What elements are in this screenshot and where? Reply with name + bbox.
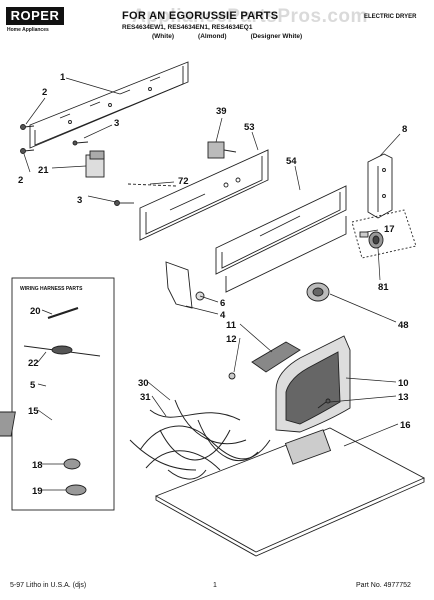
wiring-harness-part: [129, 399, 271, 480]
top-panel-part: [154, 427, 426, 557]
model-numbers: RES4634EW1, RES4634EN1, RES4634EQ1: [122, 24, 253, 31]
footer-litho: 5-97 Litho in U.S.A. (djs): [10, 582, 87, 589]
callout-c8: 8: [402, 124, 407, 135]
callout-c10: 10: [398, 378, 409, 389]
appliance-category: ELECTRIC DRYER: [364, 14, 417, 20]
callout-c3a: 3: [114, 118, 119, 129]
callout-c72: 72: [178, 176, 189, 187]
callout-c15: 15: [28, 406, 39, 417]
callout-c54: 54: [286, 156, 297, 167]
duct-screw-part: [317, 398, 331, 409]
timer-part: [85, 150, 105, 178]
knob-part: [351, 209, 417, 259]
wiring-harness-box: [11, 277, 115, 511]
callout-c22: 22: [28, 358, 39, 369]
callout-c1: 1: [60, 72, 66, 83]
brand-subtitle: Home Appliances: [7, 27, 49, 33]
callout-c81: 81: [378, 282, 389, 293]
page-title: FOR AN EGORUSSIE PARTS: [122, 10, 279, 22]
side-panel-part: [165, 261, 205, 309]
control-panel-back-part: [29, 61, 189, 149]
callout-c53: 53: [244, 122, 255, 133]
model-colors: (White) (Almond) (Designer White): [152, 33, 302, 40]
callout-c20: 20: [30, 306, 41, 317]
footer-page-number: 1: [213, 582, 217, 589]
footer-part-number: Part No. 4977752: [356, 582, 411, 589]
knob-48-part: [306, 282, 330, 302]
callout-c30: 30: [138, 378, 149, 389]
callout-c6: 6: [220, 298, 225, 309]
callout-c31: 31: [140, 392, 151, 403]
exhaust-duct-part: [275, 335, 351, 433]
callout-c3b: 3: [77, 195, 82, 206]
color-almond: (Almond): [198, 33, 227, 40]
harness-parts-group: [0, 307, 101, 496]
leader-lines: [23, 77, 401, 491]
end-cap-part: [367, 153, 393, 219]
callout-c39: 39: [216, 106, 227, 117]
callout-c5: 5: [30, 380, 36, 391]
brand-logo: ROPER: [6, 7, 64, 25]
callout-c2b: 2: [18, 175, 23, 186]
console-panel-part: [127, 149, 269, 241]
callout-c16: 16: [400, 420, 411, 431]
callout-c4: 4: [220, 310, 226, 321]
callout-c12: 12: [226, 334, 237, 345]
callout-c48: 48: [398, 320, 409, 331]
callout-c2a: 2: [42, 87, 47, 98]
callout-c21: 21: [38, 165, 49, 176]
front-console-part: [215, 185, 347, 293]
lint-filter-part: [228, 341, 301, 380]
callout-c18: 18: [32, 460, 43, 471]
color-designer-white: (Designer White): [250, 33, 303, 40]
callout-c17: 17: [384, 224, 395, 235]
callout-c13: 13: [398, 392, 409, 403]
callout-c19: 19: [32, 486, 43, 497]
callout-c11: 11: [226, 320, 237, 331]
color-white: (White): [152, 33, 175, 40]
switch-part: [207, 141, 237, 159]
harness-box-title: WIRING HARNESS PARTS: [20, 286, 83, 292]
